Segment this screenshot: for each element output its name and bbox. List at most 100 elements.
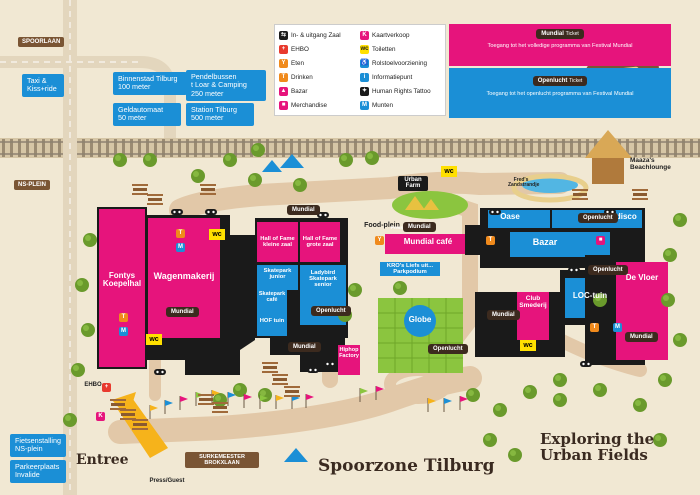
building-wagenmakerij [148, 218, 220, 338]
globe-stage [404, 305, 436, 337]
tree [365, 151, 379, 165]
tree [63, 413, 77, 427]
food-icon: Y [375, 236, 384, 245]
drinks-icon: T [486, 236, 495, 245]
label-entree: Entree [76, 452, 129, 468]
picnic-table [200, 184, 216, 195]
toilet-icon: wc [146, 334, 162, 345]
building-skatepark-junior [257, 265, 298, 290]
mundial-badge-hiphop: Mundial [288, 342, 321, 352]
picnic-table [120, 409, 136, 420]
label-press-guest-bottom: Press/Guest [149, 478, 185, 484]
surkemeester-sign: SURKEMEESTER BROKXLAAN [185, 452, 259, 468]
tree [663, 248, 677, 262]
building-bazar [510, 232, 610, 257]
coins-icon: M [176, 243, 185, 252]
ns-plein-sign: NS-PLEIN [14, 180, 51, 190]
tree [248, 173, 262, 187]
food-icon: Y [279, 58, 288, 68]
picnic-table [132, 419, 148, 430]
entrance-exit-icon [568, 267, 580, 273]
entrance-exit-icon [307, 367, 319, 373]
bazaar-icon: ▲ [279, 86, 288, 96]
tree [673, 333, 687, 347]
toilet-icon: wc [360, 44, 369, 54]
picnic-table [110, 399, 126, 410]
ticket-sale-icon: K [96, 412, 105, 421]
building-hof-klein [257, 222, 298, 262]
mundial-badge-cafe: Mundial [403, 222, 436, 232]
mundial-ticket-info: Mundial Ticket Toegang tot het volledige… [449, 24, 671, 66]
toilet-icon: wc [520, 340, 536, 351]
openlucht-badge-globe: Openlucht [428, 344, 468, 354]
flag [459, 396, 468, 410]
mundial-badge-wagenmakerij: Mundial [166, 307, 199, 317]
label-hof-tuin: HOF tuin [259, 318, 285, 324]
entrance-exit-icon [171, 209, 183, 215]
taxi-sign: Taxi & Kiss+ride [22, 74, 64, 97]
ticket-sale-icon: K [360, 30, 369, 40]
tree [143, 153, 157, 167]
toilet-icon: wc [209, 229, 225, 240]
first-aid-icon: + [102, 383, 111, 392]
flag [243, 394, 252, 408]
merchandise-icon: ■ [279, 100, 288, 110]
flag [149, 405, 158, 419]
openlucht-badge-ladybird: Openlucht [311, 306, 351, 316]
flag [259, 395, 268, 409]
coins-icon: M [613, 323, 622, 332]
building-hiphop [338, 345, 360, 375]
flag [305, 394, 314, 408]
tree [661, 293, 675, 307]
entrance-exit-icon [154, 369, 166, 375]
building-hof-tuin [257, 312, 287, 336]
coins-icon: M [360, 100, 369, 110]
label-wagenmakerij: Wagenmakerij [153, 271, 215, 281]
label-mundial-cafe: Mundial café [403, 237, 453, 246]
tree [75, 278, 89, 292]
mundial-badge-smederij: Mundial [487, 310, 520, 320]
tree [293, 178, 307, 192]
label-loc-tuin: LOC-tuin [572, 291, 608, 300]
tree [348, 283, 362, 297]
label-maazas: Maaza's Beachlounge [630, 157, 671, 171]
entrance-exit-icon [324, 361, 336, 367]
tree [653, 433, 667, 447]
beach-hut [585, 130, 632, 184]
tree [393, 281, 407, 295]
picnic-table [132, 184, 148, 195]
label-club-smederij: Club Smederij [519, 295, 547, 309]
picnic-table [262, 362, 278, 373]
coins-icon: M [119, 327, 128, 336]
building-mundial-cafe [385, 234, 470, 254]
flag [427, 398, 436, 412]
title-exploring: Exploring the Urban Fields [540, 430, 655, 464]
spoorlaan-sign: SPOORLAAN [18, 37, 65, 47]
label-bazar: Bazar [532, 237, 558, 247]
tree [593, 293, 607, 307]
label-hof-groot: Hall of Fame grote zaal [302, 236, 338, 249]
tents [262, 154, 308, 462]
first-aid-icon: + [279, 44, 288, 54]
picnic-table [198, 394, 214, 405]
tree [553, 393, 567, 407]
building-hof-groot [300, 222, 340, 262]
label-urban-farm: Urban Farm [398, 176, 428, 191]
tree [493, 403, 507, 417]
label-ehbo: EHBO [84, 382, 102, 388]
tree [339, 153, 353, 167]
flag [291, 395, 300, 409]
label-kro: KRO's Liefs uit... Parkpodium [380, 262, 440, 277]
building-oase [488, 210, 550, 228]
tree [466, 388, 480, 402]
tree [191, 169, 205, 183]
flag [443, 398, 452, 412]
parkeerplaats-sign: Parkeerplaats Invalide [10, 460, 66, 483]
